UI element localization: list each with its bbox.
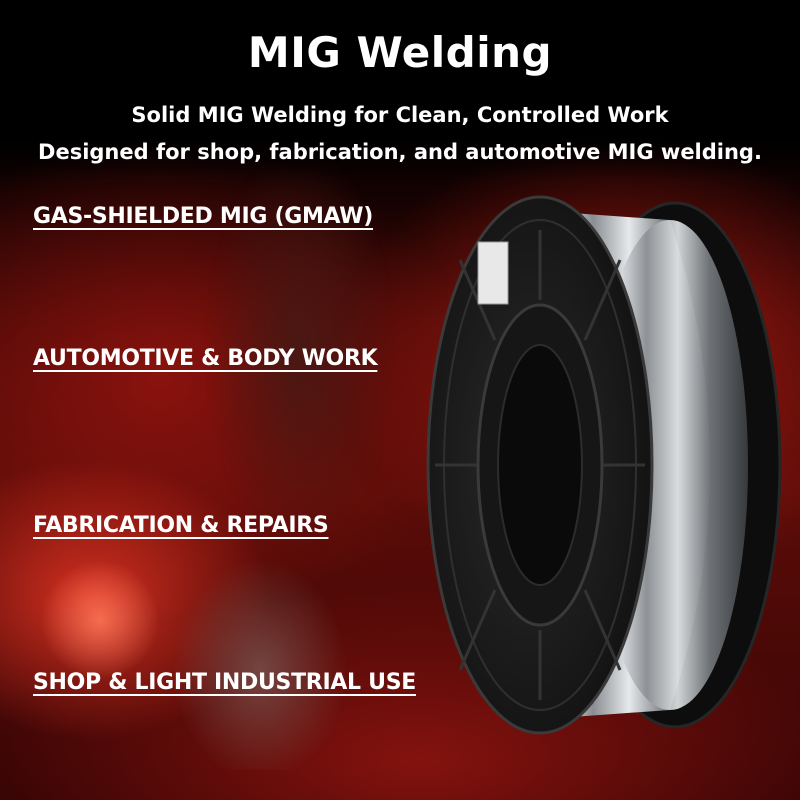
feature-fabrication: FABRICATION & REPAIRS [33, 513, 329, 538]
header-band [0, 0, 800, 180]
subtitle-line-1: Solid MIG Welding for Clean, Controlled … [131, 103, 669, 127]
page-title: MIG Welding [247, 28, 553, 77]
feature-automotive: AUTOMOTIVE & BODY WORK [33, 346, 378, 371]
wire-spool-icon [426, 195, 782, 735]
feature-shop-industrial: SHOP & LIGHT INDUSTRIAL USE [33, 670, 416, 695]
feature-gas-shielded: GAS-SHIELDED MIG (GMAW) [33, 204, 374, 229]
subtitle-line-2: Designed for shop, fabrication, and auto… [38, 140, 762, 164]
welder-glove-background [150, 150, 430, 770]
welding-sparks-background [40, 560, 160, 680]
